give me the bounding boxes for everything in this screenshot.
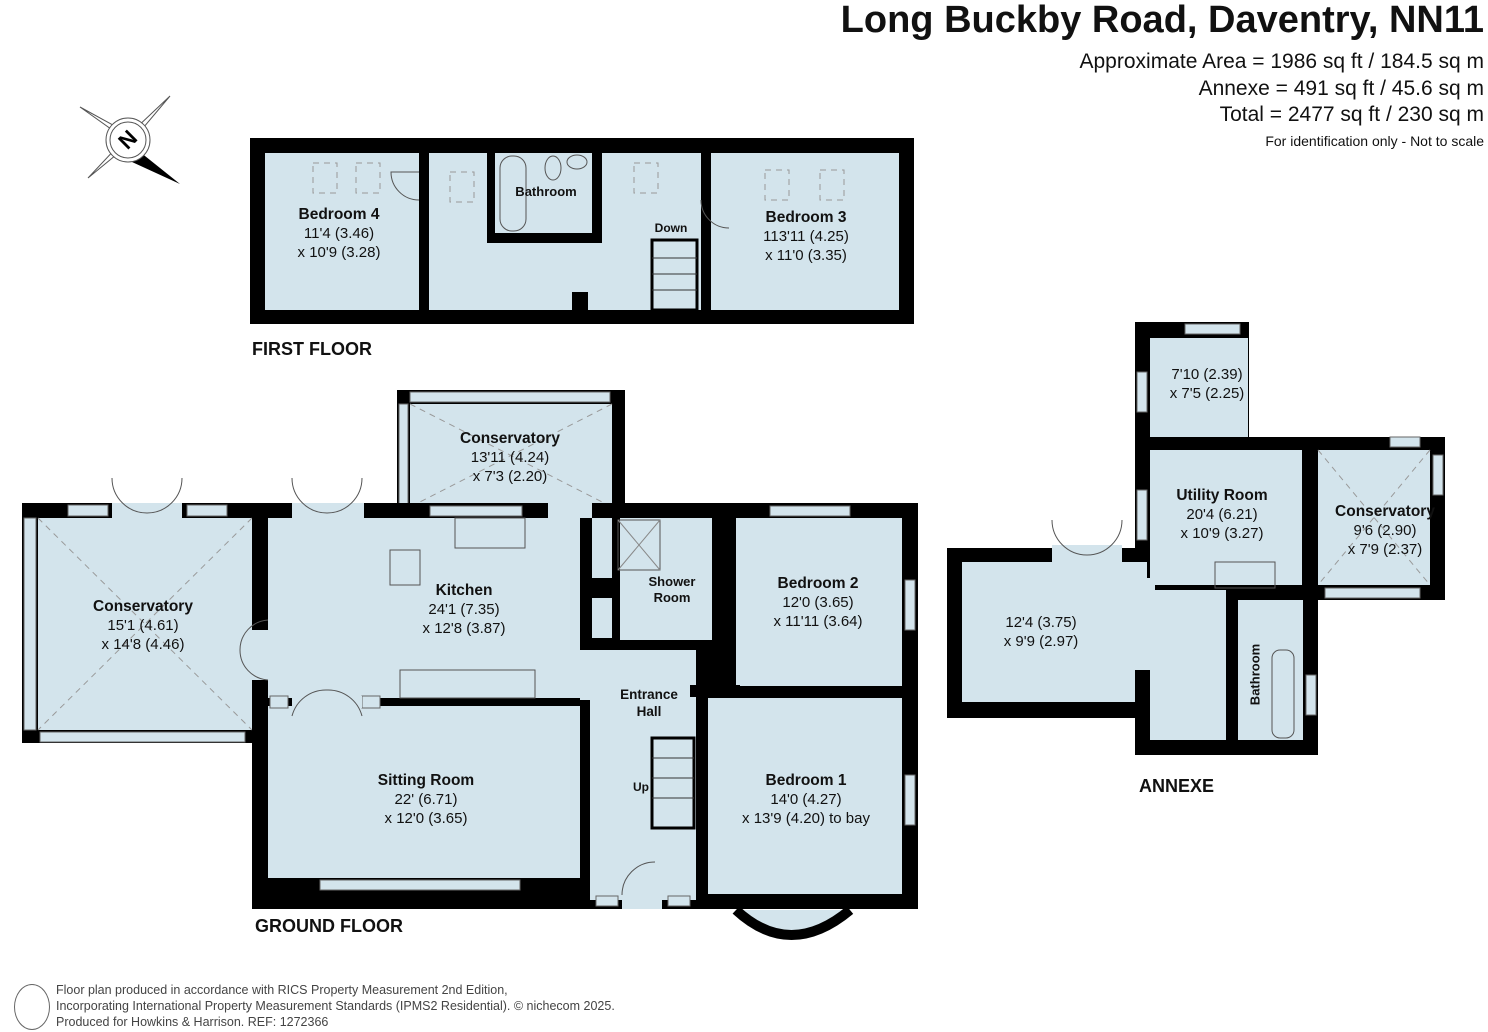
room-bedroom-3: Bedroom 3 113'11 (4.25)x 11'0 (3.35) bbox=[763, 209, 849, 264]
room-kitchen: Kitchen 24'1 (7.35)x 12'8 (3.87) bbox=[422, 582, 506, 637]
room-utility: Utility Room 20'4 (6.21)x 10'9 (3.27) bbox=[1176, 487, 1268, 542]
room-bedroom-1: Bedroom 1 14'0 (4.27)x 13'9 (4.20) to ba… bbox=[742, 772, 870, 827]
room-bathroom-first: Bathroom bbox=[515, 184, 577, 199]
room-annexe-store: 7'10 (2.39)x 7'5 (2.25) bbox=[1169, 366, 1245, 402]
person-info-icon bbox=[14, 984, 50, 1030]
footer-disclaimer: Floor plan produced in accordance with R… bbox=[56, 983, 615, 1029]
scale-note: For identification only - Not to scale bbox=[1265, 133, 1484, 149]
room-bedroom-4: Bedroom 4 11'4 (3.46)x 10'9 (3.28) bbox=[297, 206, 381, 261]
total-area: Total = 2477 sq ft / 230 sq m bbox=[1219, 103, 1484, 126]
floor-label-ground: GROUND FLOOR bbox=[255, 916, 403, 936]
room-conservatory-rear: Conservatory 13'11 (4.24)x 7'3 (2.20) bbox=[460, 430, 560, 485]
stairs-up-label: Up bbox=[633, 780, 649, 794]
approx-area: Approximate Area = 1986 sq ft / 184.5 sq… bbox=[1079, 50, 1485, 73]
stairs-down-label: Down bbox=[654, 221, 688, 235]
property-title: Long Buckby Road, Daventry, NN11 bbox=[840, 0, 1484, 41]
compass-icon: N bbox=[79, 95, 180, 184]
room-annexe-conservatory: Conservatory 9'6 (2.90)x 7'9 (2.37) bbox=[1335, 503, 1435, 558]
room-conservatory-side: Conservatory 15'1 (4.61)x 14'8 (4.46) bbox=[93, 598, 193, 653]
floor-label-first: FIRST FLOOR bbox=[252, 339, 372, 359]
room-sitting-room: Sitting Room 22' (6.71)x 12'0 (3.65) bbox=[377, 772, 475, 827]
room-annexe-living: 12'4 (3.75)x 9'9 (2.97) bbox=[1003, 614, 1079, 650]
room-bedroom-2: Bedroom 2 12'0 (3.65)x 11'11 (3.64) bbox=[773, 575, 863, 630]
floor-label-annexe: ANNEXE bbox=[1139, 776, 1215, 796]
room-annexe-bathroom: Bathroom bbox=[1247, 643, 1263, 706]
annexe-area: Annexe = 491 sq ft / 45.6 sq m bbox=[1198, 77, 1484, 100]
